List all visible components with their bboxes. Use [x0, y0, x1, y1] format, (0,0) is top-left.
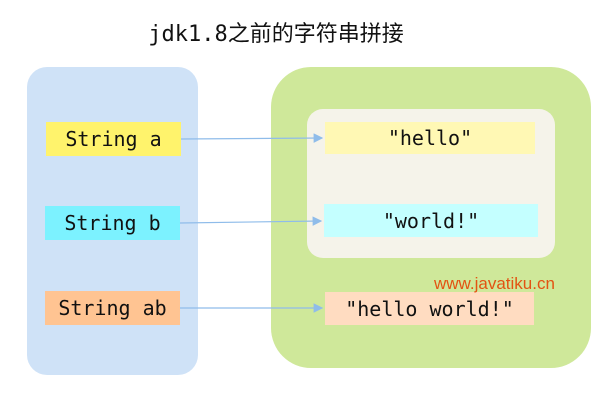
variable-string-ab: String ab [45, 291, 180, 325]
value-world: "world!" [324, 204, 538, 237]
watermark-text: www.javatiku.cn [434, 274, 555, 293]
diagram-title: jdk1.8之前的字符串拼接 [148, 22, 404, 47]
value-hello-world: "hello world!" [325, 292, 534, 325]
variable-string-b: String b [45, 206, 180, 240]
value-hello: "hello" [325, 122, 535, 154]
arrow-b-to-world [179, 216, 323, 226]
arrow-a-to-hello [180, 133, 324, 143]
variable-string-a: String a [46, 122, 181, 156]
